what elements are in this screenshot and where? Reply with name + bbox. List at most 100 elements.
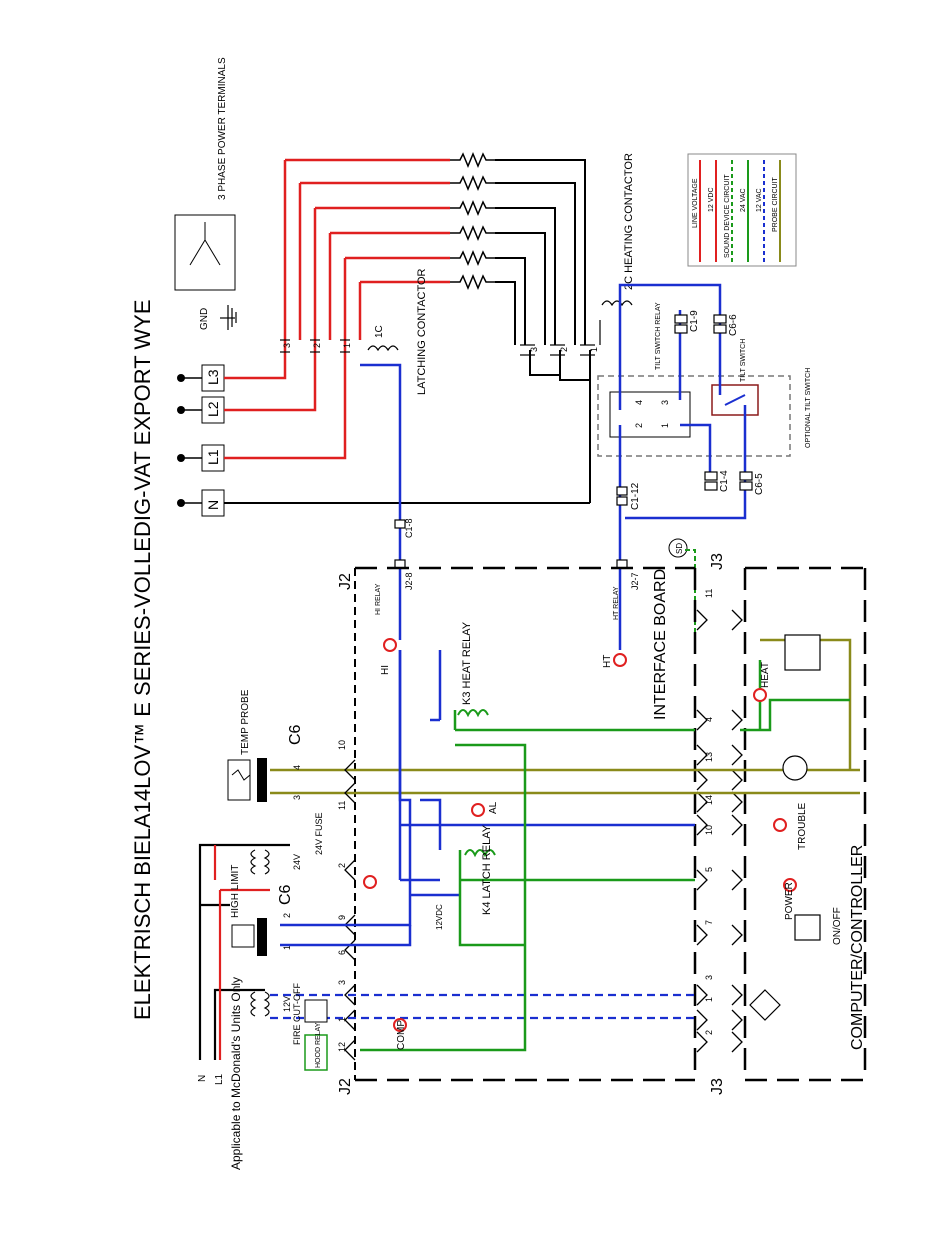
temp-probe-label: TEMP PROBE (240, 689, 251, 755)
j2-pin-3: 3 (337, 980, 347, 985)
gnd-label: GND (199, 308, 210, 330)
j3-top-label: J3 (709, 553, 726, 570)
probe-circuit-wires (270, 638, 860, 795)
j2-7-label: J2-7 (630, 572, 640, 590)
controller-components (749, 634, 821, 1021)
j3-pin-1: 1 (704, 997, 714, 1002)
pin-2c-2: 2 (559, 347, 569, 352)
j2-pin-11: 11 (337, 801, 347, 810)
l1-small-label: L1 (214, 1073, 225, 1085)
terminal-l2: L2 (177, 396, 225, 424)
j3-pin-7: 7 (704, 920, 714, 925)
v24-label: 24V (292, 854, 302, 870)
svg-text:L1: L1 (205, 449, 221, 465)
j2-top-label: J2 (337, 573, 354, 590)
tilt-circuit-wires (360, 283, 747, 650)
j3-bottom-label: J3 (709, 1078, 726, 1095)
j2-pin-6: 6 (337, 950, 347, 955)
svg-text:L3: L3 (205, 369, 221, 385)
onoff-label: ON/OFF (832, 907, 843, 945)
al-label: AL (488, 801, 499, 814)
k4-label: K4 LATCH RELAY (481, 824, 493, 915)
diagram-title: ELEKTRISCH BIELA14LOV™ E SERIES-VOLLEDIG… (130, 299, 155, 1020)
pin-1c-1: 1 (342, 343, 352, 348)
hood-relay (304, 999, 328, 1071)
c1-9-label: C1-9 (689, 310, 700, 332)
j3-pin-5: 5 (704, 867, 714, 872)
relay-pin-1: 1 (660, 423, 670, 428)
tilt-switch-relay-label: TILT SWITCH RELAY (655, 302, 662, 370)
comp-label: COMP (396, 1020, 407, 1050)
c6-top-label: C6 (287, 724, 304, 745)
heat-label: HEAT (760, 662, 771, 688)
j3-pin-10: 10 (704, 825, 714, 835)
hi-label: HI (380, 665, 391, 675)
sound-device (668, 538, 696, 640)
j2-pin-10: 10 (337, 740, 347, 750)
n-small-label: N (197, 1075, 208, 1082)
k3-label: K3 HEAT RELAY (461, 621, 473, 705)
legend-probe: PROBE CIRCUIT (772, 176, 779, 232)
power-label: POWER (784, 882, 795, 920)
transformers (250, 849, 270, 1017)
pin-2c-3: 3 (529, 347, 539, 352)
pin-1c-2: 2 (312, 343, 322, 348)
legend-12vdc: 12 VDC (708, 187, 715, 212)
terminal-l1: L1 (177, 444, 225, 472)
c6-5-label: C6-5 (754, 473, 765, 495)
interface-board-frame (355, 566, 867, 1082)
indicator-lamps (363, 638, 797, 1032)
terminal-n: N (177, 489, 225, 517)
gnd-icon (220, 305, 237, 330)
c6-mid-pin-1: 1 (282, 945, 292, 950)
j3-pin-3: 3 (704, 975, 714, 980)
c1-12-label: C1-12 (630, 482, 641, 510)
green-24vac-wires (360, 660, 850, 1052)
temp-probe (227, 758, 267, 802)
hi-relay-label: HI RELAY (375, 583, 382, 615)
j3-pin-14: 14 (704, 795, 714, 805)
terminal-l3: L3 (177, 364, 225, 392)
c6-mid-pin-2: 2 (282, 913, 292, 918)
legend: LINE VOLTAGE 12 VDC SOUND DEVICE CIRCUIT… (687, 153, 797, 267)
v12dc-label: 12VDC (435, 904, 444, 930)
high-limit-label: HIGH LIMIT (230, 865, 241, 918)
heating-elements (450, 152, 495, 290)
c1-4-label: C1-4 (719, 470, 730, 492)
heating-contactor-wires (224, 159, 591, 504)
j2-connector-chevrons (344, 759, 356, 1061)
ht-relay-label: HT RELAY (613, 586, 620, 620)
c6-mid-label: C6 (277, 884, 294, 905)
j2-pin-2: 2 (337, 863, 347, 868)
sd-label: SD (675, 543, 684, 554)
trouble-label: TROUBLE (797, 802, 808, 850)
legend-24vac: 24 VAC (740, 188, 747, 212)
contactor-2c (520, 300, 633, 356)
svg-text:N: N (205, 500, 221, 510)
legend-12vac: 12 VAC (756, 188, 763, 212)
j3-pin-4: 4 (704, 717, 714, 722)
relay-pin-2: 2 (634, 423, 644, 428)
pin-1c-3: 3 (282, 343, 292, 348)
applicable-note: Applicable to McDonald's Units Only (229, 977, 243, 1170)
line-voltage-wires (224, 158, 450, 460)
j2-pin-9: 9 (337, 915, 347, 920)
c6-top-pin-3: 3 (292, 795, 302, 800)
j2-pin-12: 12 (337, 1042, 347, 1052)
wye-symbol (174, 214, 236, 291)
hood-relay-label: HOOD RELAY (315, 1022, 322, 1068)
fuse-label: 24V FUSE (314, 812, 324, 855)
computer-controller-label: COMPUTER/CONTROLLER (849, 845, 866, 1050)
v12-label: 12V (282, 996, 292, 1012)
optional-tilt-label: OPTIONAL TILT SWITCH (805, 368, 812, 448)
c6-6-label: C6-6 (728, 314, 739, 336)
relay-pin-3: 3 (660, 400, 670, 405)
heating-contactor-label: 2C HEATING CONTACTOR (623, 153, 635, 290)
j3-connector-chevrons (696, 609, 743, 1053)
control-power-wires (198, 843, 290, 1060)
relay-coils (457, 709, 496, 858)
high-limit (231, 918, 267, 956)
j3-pin-2: 2 (704, 1030, 714, 1035)
fire-cut-off-label: FIRE CUT-OFF (292, 983, 302, 1045)
